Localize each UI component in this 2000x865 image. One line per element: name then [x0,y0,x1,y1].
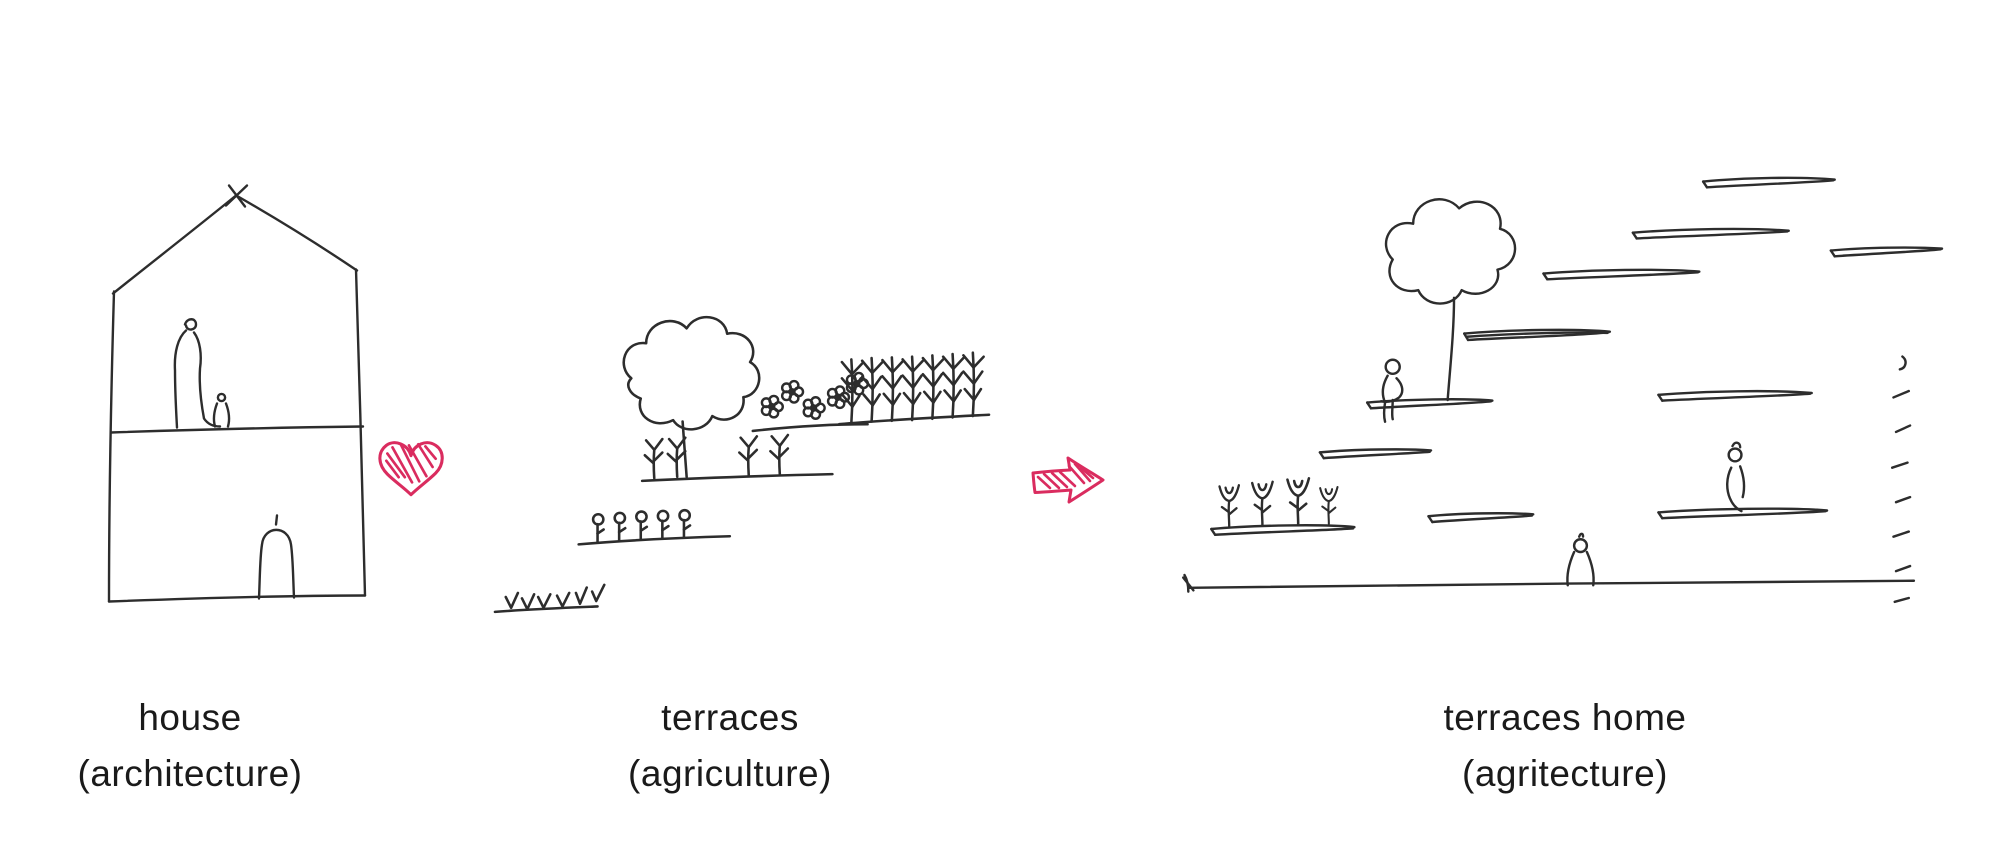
house-outline [107,184,367,603]
heart-scribble [384,442,438,484]
floating-terraces [1210,176,1944,536]
grass-marks [493,583,606,614]
heart-icon [374,436,448,502]
seated-person [1380,358,1404,423]
terraces-sketch [492,300,992,624]
dashed-edge-marks [1890,355,1912,604]
terraces-home-caption: terraces home (agritecture) [1360,690,1770,802]
tree-terrace [640,433,834,483]
tree [622,315,761,479]
floor-line [109,425,365,434]
ground-person [1566,532,1595,587]
arrow-right-icon [1026,450,1110,510]
terraces-label: terraces [661,697,799,738]
house-sublabel: (architecture) [77,753,303,795]
terraces-home-sketch [1173,152,1965,625]
seated-person [173,318,222,429]
house-label: house [138,697,242,738]
terraces-caption: terraces (agriculture) [570,690,890,802]
door [257,514,296,600]
house-sketch [88,172,388,617]
sprout-terrace [577,508,732,546]
terraces-home-sublabel: (agritecture) [1462,753,1668,795]
upper-person [1726,441,1746,513]
arrow-scribble [1036,462,1095,490]
house-caption: house (architecture) [30,690,350,802]
terrace-plants [1218,477,1339,528]
terraces-home-label: terraces home [1443,697,1687,738]
tree [1384,198,1517,402]
terraces-sublabel: (agriculture) [628,753,832,795]
child-figure [212,392,231,428]
crop-terrace [837,351,991,426]
flower-terrace [751,371,870,433]
ground-line [1182,573,1916,593]
